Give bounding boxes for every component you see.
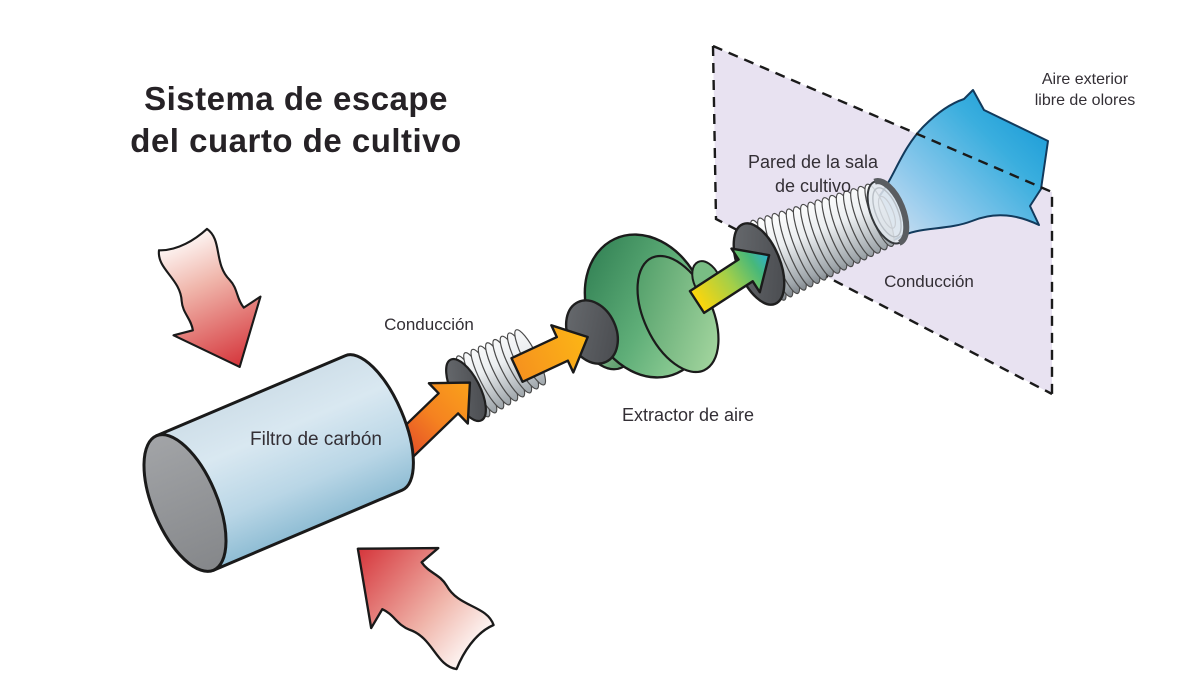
exit-air-line-2: libre de olores (1034, 92, 1136, 109)
flex-duct-outer (732, 178, 910, 306)
carbon-filter-label: Filtro de carbón (249, 429, 383, 450)
filter-end-cap (142, 433, 228, 573)
duct-inner-label: Conducción (384, 315, 474, 334)
wall-border-front (712, 44, 1054, 394)
duct-outer-label: Conducción (884, 272, 974, 291)
wall-border-back (711, 45, 1053, 396)
duct-outer-opening (866, 178, 910, 246)
dirty-air-arrow-top (157, 227, 262, 368)
diagram-title: Sistema de escape del cuarto de cultivo (130, 78, 461, 162)
exit-air-line-1: Aire exterior (1041, 71, 1129, 88)
dirty-air-arrow-bottom (356, 546, 495, 671)
airflow-arrow-fan-to-duct (688, 247, 771, 315)
title-line-2: del cuarto de cultivo (130, 122, 462, 159)
wall-label-line-1: Pared de la sala (747, 152, 879, 172)
carbon-filter (142, 353, 415, 573)
title-line-1: Sistema de escape (144, 80, 448, 117)
extractor-label: Extractor de aire (621, 405, 755, 425)
airflow-arrow-duct-to-fan (510, 324, 589, 383)
wall-label: Pared de la sala de cultivo (748, 150, 878, 198)
wall-label-line-2: de cultivo (774, 176, 852, 196)
exit-air-label: Aire exterior libre de olores (1035, 69, 1136, 111)
